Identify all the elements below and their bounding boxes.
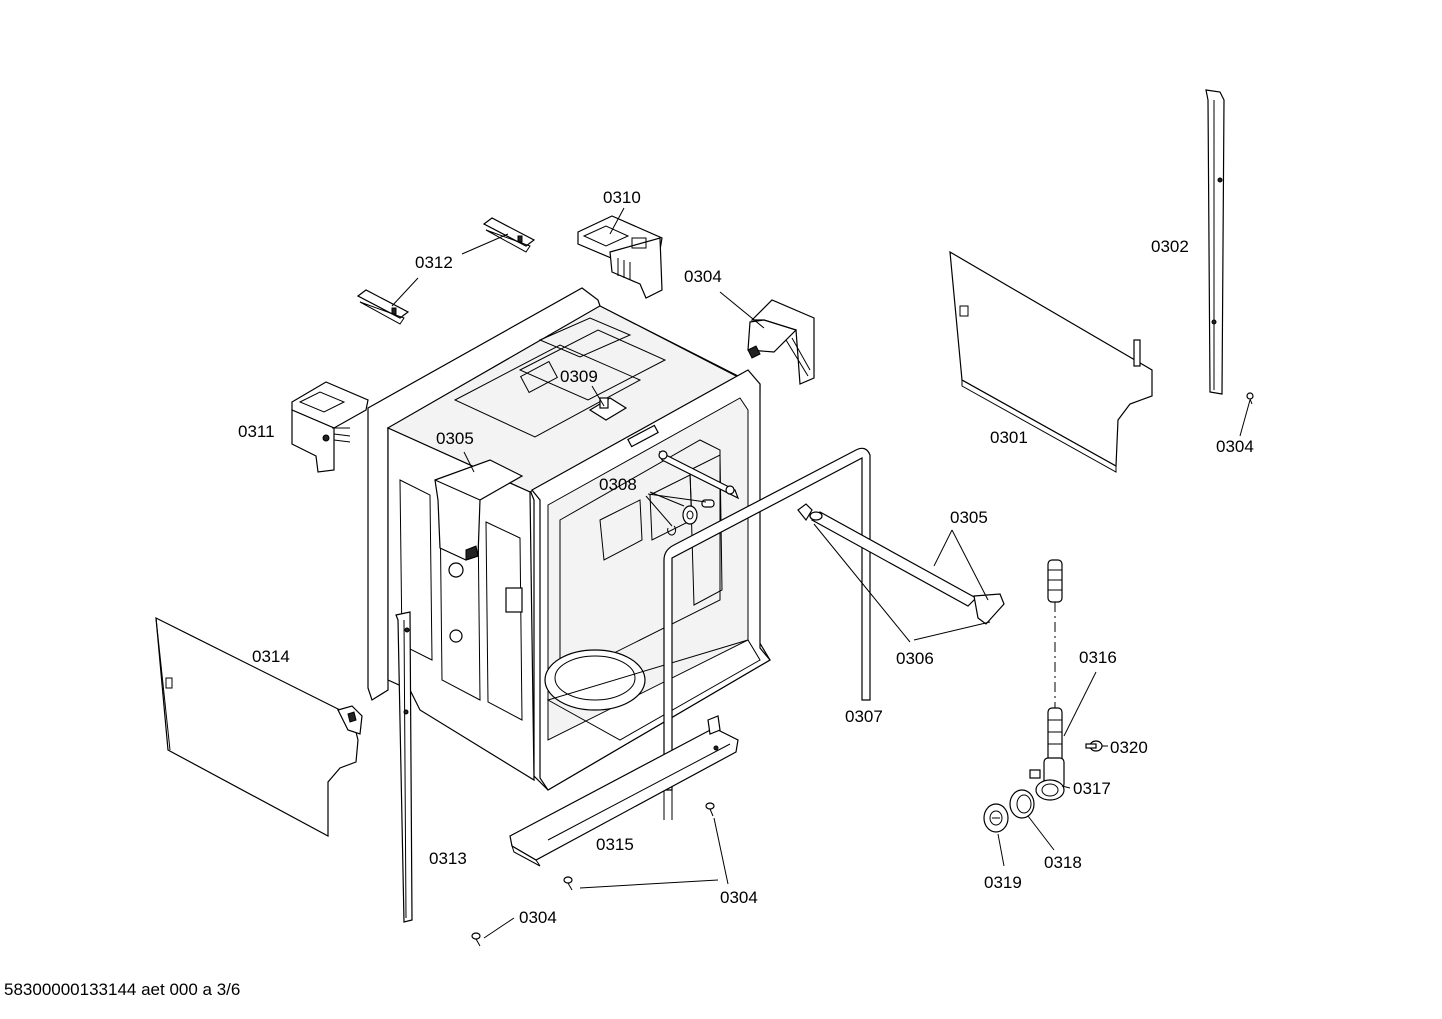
bracket-0310 bbox=[577, 215, 663, 299]
screw-0304-bottom-b bbox=[563, 876, 573, 891]
tub-body bbox=[367, 287, 771, 791]
callout-0308: 0308 bbox=[599, 475, 637, 494]
side-cover-0305 bbox=[434, 459, 524, 561]
callout-0304-top: 0304 bbox=[684, 267, 722, 286]
screw-0304-bottom-a bbox=[705, 802, 715, 817]
bracket-0311 bbox=[291, 381, 369, 473]
strip-0313 bbox=[395, 611, 413, 923]
clip-0312-lower bbox=[356, 289, 410, 325]
callout-0304-right: 0304 bbox=[1216, 437, 1254, 456]
screw-0320 bbox=[1085, 740, 1103, 752]
clip-0312-upper bbox=[482, 217, 536, 253]
callout-labels: 0310 0312 0304 0302 0309 0311 0305 0301 … bbox=[238, 188, 1254, 927]
top-clip-0309 bbox=[588, 397, 628, 421]
cap-0319 bbox=[983, 803, 1009, 833]
cover-0304-top bbox=[747, 299, 815, 385]
door-seal-0307 bbox=[663, 447, 871, 820]
callout-0315: 0315 bbox=[596, 835, 634, 854]
panel-0314 bbox=[155, 616, 363, 838]
callout-0304-bottom: 0304 bbox=[720, 888, 758, 907]
callout-0311: 0311 bbox=[238, 422, 275, 441]
rail-0315 bbox=[509, 715, 739, 867]
callout-0320: 0320 bbox=[1110, 738, 1148, 757]
callout-0307: 0307 bbox=[845, 707, 883, 726]
callout-0317: 0317 bbox=[1073, 779, 1111, 798]
washer-set-0308 bbox=[667, 499, 715, 536]
rod-0305 bbox=[797, 503, 1005, 625]
screw-0304-bottom-c bbox=[471, 932, 481, 947]
ring-0318 bbox=[1009, 789, 1035, 819]
callout-0302: 0302 bbox=[1151, 237, 1189, 256]
callout-0305-rod: 0305 bbox=[950, 508, 988, 527]
elbow-0317 bbox=[1029, 757, 1065, 801]
panel-0301 bbox=[949, 250, 1153, 473]
hose-0316 bbox=[1047, 559, 1063, 765]
callout-0305-tub: 0305 bbox=[436, 429, 474, 448]
callout-0309: 0309 bbox=[560, 367, 598, 386]
callout-0301: 0301 bbox=[990, 428, 1028, 447]
callout-0306: 0306 bbox=[896, 649, 934, 668]
callout-0310: 0310 bbox=[603, 188, 641, 207]
strip-0302 bbox=[1205, 89, 1225, 395]
callout-0314: 0314 bbox=[252, 647, 290, 666]
callout-0312: 0312 bbox=[415, 253, 453, 272]
document-id: 58300000133144 aet 000 a 3/6 bbox=[4, 980, 241, 999]
screw-0304-right bbox=[1246, 392, 1254, 405]
callout-0316: 0316 bbox=[1079, 648, 1117, 667]
callout-0319: 0319 bbox=[984, 873, 1022, 892]
callout-0313: 0313 bbox=[429, 849, 467, 868]
leader-lines bbox=[391, 207, 1251, 939]
callout-0304-left: 0304 bbox=[519, 908, 557, 927]
callout-0318: 0318 bbox=[1044, 853, 1082, 872]
